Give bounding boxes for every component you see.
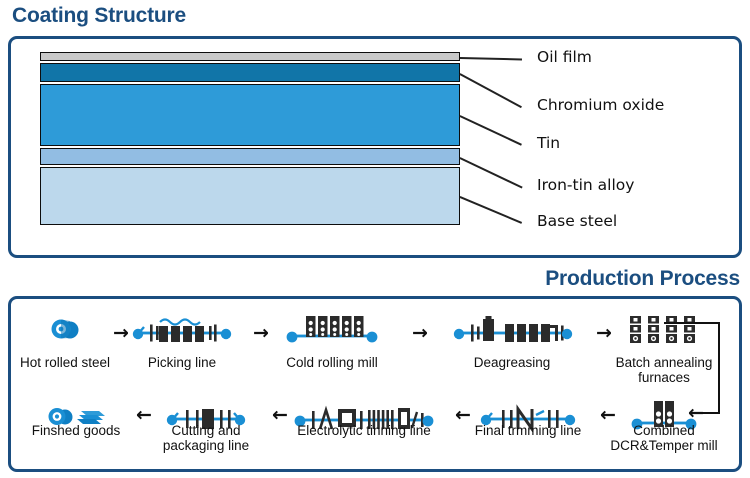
production-process-panel (8, 296, 742, 472)
process-step-label: Deagreasing (473, 355, 551, 370)
cutting-line-icon (126, 400, 286, 434)
flow-arrow-left-wrap: ← (688, 402, 704, 424)
layer-label-oil-film: Oil film (537, 48, 592, 66)
process-step-label: Final trmming line (474, 423, 582, 438)
page-title-production-process: Production Process (545, 267, 740, 290)
rolling-mill-icon (252, 312, 412, 346)
page-title-coating-structure: Coating Structure (12, 4, 186, 27)
layer-iron-tin-alloy (40, 148, 460, 165)
flow-arrow-left: ← (136, 404, 152, 426)
process-step-label: Finshed goods (31, 423, 121, 438)
flow-arrow-left: ← (600, 404, 616, 426)
flow-arrow-right: → (596, 322, 612, 344)
connector-right (718, 322, 721, 414)
coil-icon (0, 312, 145, 346)
process-step-label: Cold rolling mill (286, 355, 378, 370)
flow-arrow-right: → (253, 322, 269, 344)
layer-label-chromium-oxide: Chromium oxide (537, 96, 665, 114)
flow-arrow-left: ← (455, 404, 471, 426)
tinning-line-icon (284, 400, 444, 434)
connector-top (664, 322, 720, 325)
layer-chromium-oxide (40, 63, 460, 82)
coating-layer-stack (40, 52, 460, 247)
process-step-cold-rolling-mill[interactable]: Cold rolling mill (252, 312, 412, 371)
process-step-label: Cutting and packaging line (162, 423, 250, 453)
flow-arrow-right: → (412, 322, 428, 344)
process-step-combined-dcr-temper-mill[interactable]: Combined DCR&Temper mill (584, 400, 744, 453)
process-step-label: Electrolytic tinning line (297, 423, 431, 438)
process-step-label: Combined DCR&Temper mill (610, 423, 718, 453)
temper-mill-icon (584, 400, 744, 434)
flow-arrow-right: → (113, 322, 129, 344)
process-step-final-trmming-line[interactable]: Final trmming line (448, 400, 608, 439)
degreasing-line-icon (432, 312, 592, 346)
process-step-label: Batch annealing furnaces (615, 355, 713, 385)
process-step-batch-annealing-furnaces[interactable]: Batch annealing furnaces (584, 312, 744, 385)
process-step-deagreasing[interactable]: Deagreasing (432, 312, 592, 371)
coil-and-sheets-icon (0, 400, 156, 434)
layer-label-tin: Tin (537, 134, 561, 152)
trimming-line-icon (448, 400, 608, 434)
process-step-cutting-and-packaging-line[interactable]: Cutting and packaging line (126, 400, 286, 453)
layer-label-base-steel: Base steel (537, 212, 618, 230)
pickling-line-icon (102, 312, 262, 346)
process-step-electrolytic-tinning-line[interactable]: Electrolytic tinning line (284, 400, 444, 439)
process-step-finshed-goods[interactable]: Finshed goods (0, 400, 156, 439)
flow-arrow-left: ← (272, 404, 288, 426)
process-step-label: Hot rolled steel (19, 355, 111, 370)
connector-bottom (700, 412, 720, 415)
process-step-label: Picking line (147, 355, 217, 370)
process-step-picking-line[interactable]: Picking line (102, 312, 262, 371)
layer-label-iron-tin-alloy: Iron-tin alloy (537, 176, 635, 194)
layer-oil-film (40, 52, 460, 61)
layer-tin (40, 84, 460, 146)
annealing-furnace-grid-icon (584, 312, 744, 346)
process-step-hot-rolled-steel[interactable]: Hot rolled steel (0, 312, 145, 371)
layer-base-steel (40, 167, 460, 225)
